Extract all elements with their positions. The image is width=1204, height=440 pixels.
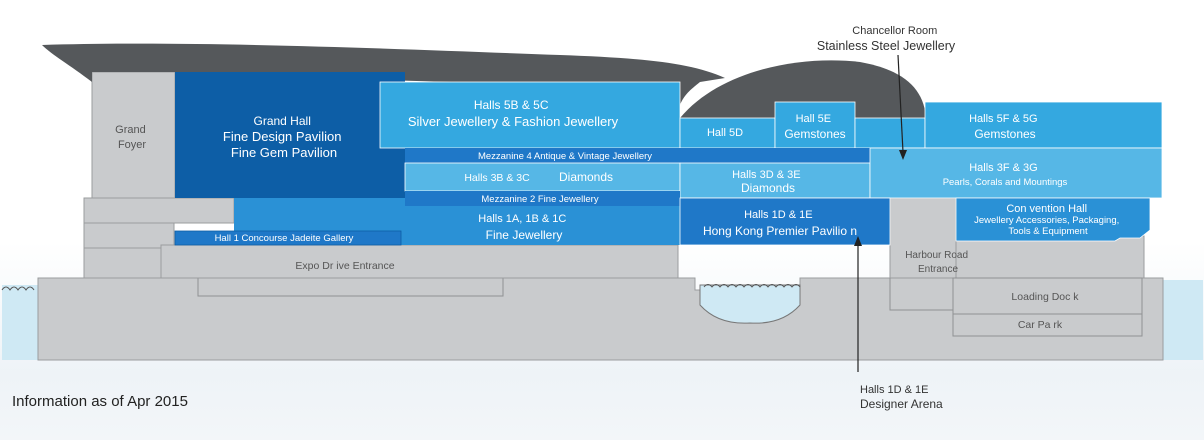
water-channel: [699, 284, 801, 324]
mezzanine-4-label: Mezzanine 4 Antique & Vintage Jewellery: [478, 151, 652, 162]
halls-3d-3e-label: Halls 3D & 3E Diamonds: [732, 167, 804, 195]
information-date-note: Information as of Apr 2015: [12, 393, 188, 410]
halls-3b-3c-block: [404, 162, 681, 192]
hall-5d-label: Hall 5D: [707, 127, 743, 139]
mezzanine-4-block: [405, 148, 945, 163]
halls-5b-5c-block: [379, 81, 681, 149]
chancellor-room-arrowhead: [899, 150, 907, 160]
loading-dock-box: [952, 277, 1143, 315]
chancellor-room-arrow-line: [897, 54, 904, 153]
halls-5f-5g-label: Halls 5F & 5G Gemstones: [969, 111, 1041, 141]
designer-arena-arrowhead: [854, 236, 862, 246]
harbour-road-entrance-label: Harbour Road Entrance: [905, 250, 971, 275]
hall-5e-label: Hall 5E Gemstones: [784, 111, 845, 141]
right-structure-block: [955, 235, 1145, 279]
convention-hall-block: [955, 197, 1151, 242]
halls-3b-3c-label: Halls 3B & 3C: [464, 172, 530, 184]
hall-1-concourse-block: [174, 230, 402, 246]
loading-dock-label: Loading Doc k: [1011, 291, 1079, 303]
halls-1d-1e-block: [679, 197, 891, 246]
left-lower-block-1: [83, 197, 235, 224]
expo-drive-entrance-label: Expo Dr ive Entrance: [295, 260, 394, 272]
left-entrance-block: [83, 247, 162, 279]
mezzanine-2-block: [405, 191, 680, 206]
convention-hall-label: Con vention Hall Jewellery Accessories, …: [974, 203, 1122, 237]
halls-3d-3e-block: [679, 162, 871, 199]
mezzanine-2-label: Mezzanine 2 Fine Jewellery: [481, 194, 598, 205]
water-right: [1163, 280, 1203, 360]
grand-foyer-label: Grand Foyer: [115, 124, 149, 151]
hall-5e-block: [774, 101, 856, 149]
water-left-waves: [1, 286, 35, 291]
halls-1d-1e-label: Halls 1D & 1E Hong Kong Premier Pavilio …: [703, 207, 857, 238]
expo-drive-block: [160, 244, 679, 279]
car-park-label: Car Pa rk: [1018, 319, 1063, 331]
halls-5b-5c-label: Halls 5B & 5C Silver Jewellery & Fashion…: [408, 97, 619, 129]
halls-1a-1c-main-block: [405, 206, 680, 245]
halls-3f-3g-block: [869, 147, 1163, 199]
designer-arena-callout: Halls 1D & 1E Designer Arena: [860, 384, 943, 411]
hall-5d-block: [679, 117, 776, 149]
hall-1-concourse-label: Hall 1 Concourse Jadeite Gallery: [215, 233, 354, 244]
service-outline: [889, 278, 1143, 337]
water-left: [2, 285, 38, 360]
hall-5-connector-block: [854, 117, 926, 149]
halls-3f-3g-label: Halls 3F & 3G Pearls, Corals and Mountin…: [943, 162, 1068, 188]
halls-5f-5g-block: [924, 101, 1163, 149]
water-channel-waves: [703, 284, 801, 288]
left-lower-block-2: [83, 222, 175, 249]
grand-hall-label: Grand Hall Fine Design Pavilion Fine Gem…: [223, 113, 345, 160]
grand-hall-block: [175, 72, 405, 198]
convention-roof: [680, 60, 926, 120]
halls-3b-3c-diamonds-label: Diamonds: [559, 170, 613, 184]
halls-1a-1c-label: Halls 1A, 1B & 1C Fine Jewellery: [478, 211, 569, 242]
ground-level-block: [37, 277, 1164, 361]
chancellor-room-callout: Chancellor Room Stainless Steel Jeweller…: [817, 21, 956, 53]
